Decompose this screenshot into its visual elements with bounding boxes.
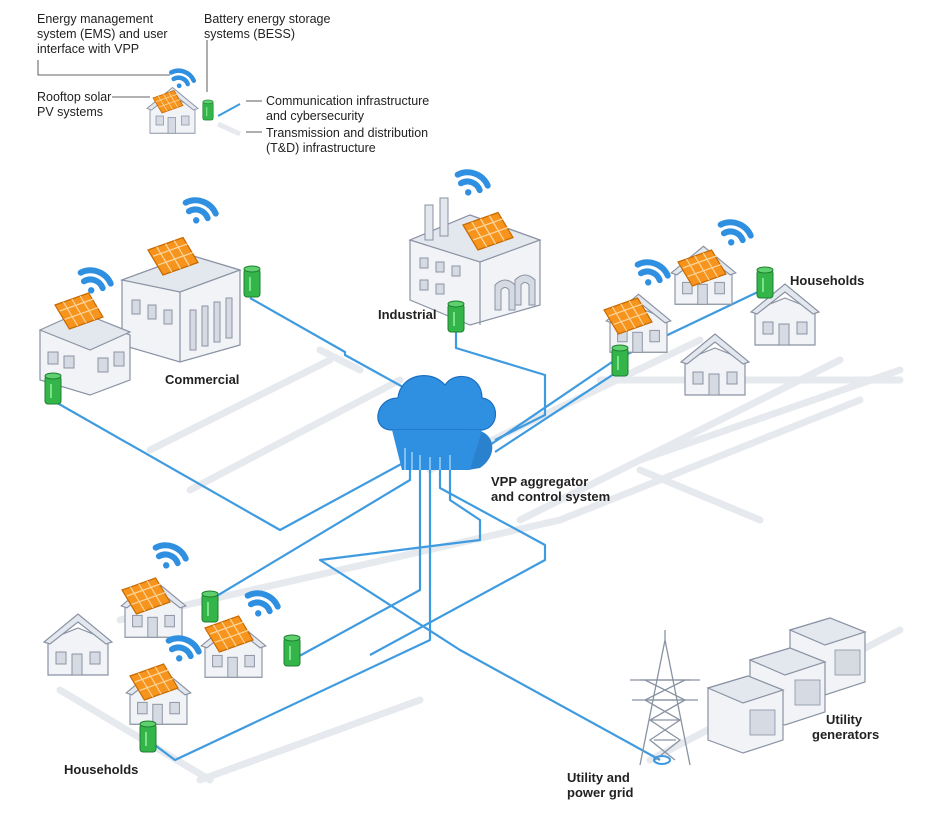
- households-left-wifi-icon: [150, 541, 188, 574]
- utility-generators-icon: [706, 617, 867, 754]
- households-left-wifi-icon: [163, 634, 201, 667]
- legend-ems-label: Energy management system (EMS) and user …: [37, 12, 168, 57]
- generators-line2: generators: [812, 727, 880, 742]
- households-left-battery-icon: [283, 634, 301, 667]
- transmission-tower-icon: [630, 630, 700, 766]
- legend-solar-label: Rooftop solar PV systems: [37, 90, 111, 120]
- legend-comm-line1: Communication infrastructure: [266, 94, 430, 108]
- commercial-office-building-icon: [119, 254, 242, 363]
- legend-comm-label: Communication infrastructure and cyberse…: [266, 94, 429, 124]
- industrial-wifi-icon: [452, 168, 490, 201]
- generators-label: Utility generators: [812, 712, 879, 742]
- grid-label: Utility and power grid: [567, 770, 633, 800]
- households-right-label: Households: [790, 273, 865, 288]
- legend-comm-line: [217, 103, 241, 117]
- legend-solar-line1: Rooftop solar: [37, 90, 112, 104]
- legend-ems-line3: interface with VPP: [37, 42, 140, 56]
- households-right-wifi-icon: [632, 258, 670, 291]
- legend-td-label: Transmission and distribution (T&D) infr…: [266, 126, 428, 156]
- aggregator-label: VPP aggregator and control system: [491, 474, 610, 504]
- aggregator-line1: VPP aggregator: [491, 474, 589, 489]
- legend-pointers: [37, 40, 262, 133]
- aggregator-line2: and control system: [491, 489, 611, 504]
- legend-td-line2: (T&D) infrastructure: [266, 141, 376, 155]
- households-right-wifi-icon: [715, 218, 753, 251]
- legend-comm-line2: and cybersecurity: [266, 109, 364, 123]
- households-right-battery-icon: [756, 266, 774, 299]
- commercial-shop-building-icon: [38, 311, 132, 396]
- commercial-shop-wifi-icon: [75, 266, 113, 299]
- industrial-factory-icon: [408, 197, 542, 326]
- vpp-aggregator-cloud-icon: [377, 375, 496, 470]
- legend-bess-line2: systems (BESS): [204, 27, 295, 41]
- legend-bess-label: Battery energy storage systems (BESS): [204, 12, 330, 42]
- legend-ems-line1: Energy management: [37, 12, 154, 26]
- legend-solar-line2: PV systems: [37, 105, 103, 119]
- industrial-battery-icon: [447, 300, 465, 333]
- commercial-wifi-icon: [180, 196, 218, 229]
- grid-line2: power grid: [567, 785, 634, 800]
- households-left-battery-icon: [139, 720, 157, 753]
- legend-battery-icon: [202, 99, 214, 121]
- legend-bess-line1: Battery energy storage: [204, 12, 331, 26]
- generators-line1: Utility: [826, 712, 863, 727]
- commercial-shop-battery-icon: [44, 372, 62, 405]
- households-right-battery-icon: [611, 344, 629, 377]
- grid-line1: Utility and: [567, 770, 630, 785]
- households-left-battery-icon: [201, 590, 219, 623]
- legend-ems-line2: system (EMS) and user: [37, 27, 168, 41]
- commercial-label: Commercial: [165, 372, 240, 387]
- households-left-wifi-icon: [242, 589, 280, 622]
- households-left-label: Households: [64, 762, 139, 777]
- legend-td-line: [216, 121, 242, 137]
- legend-td-line1: Transmission and distribution: [266, 126, 429, 140]
- industrial-label: Industrial: [378, 307, 437, 322]
- grid-connection-ring: [653, 755, 671, 765]
- commercial-battery-icon: [243, 265, 261, 298]
